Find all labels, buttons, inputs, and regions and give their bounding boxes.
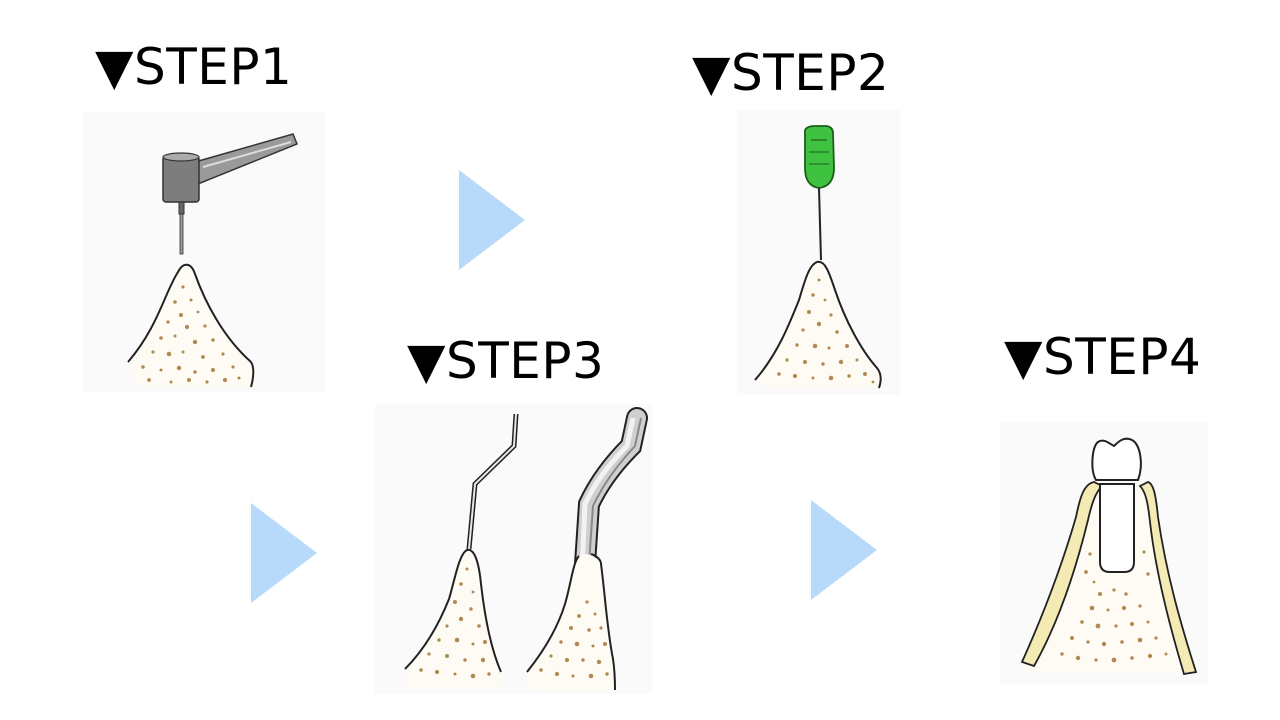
step1-illustration [83, 112, 325, 392]
drill-icon [83, 112, 325, 392]
arrow-right-icon [811, 500, 879, 600]
step3-title: ▼STEP3 [407, 336, 604, 386]
step1-title: ▼STEP1 [95, 42, 292, 92]
crown-icon [1000, 422, 1208, 684]
step4-illustration [1000, 422, 1208, 684]
step2-title: ▼STEP2 [692, 48, 889, 98]
file-icon [737, 110, 900, 395]
step4-title: ▼STEP4 [1004, 332, 1201, 382]
arrow-right-icon [251, 503, 319, 603]
step3-illustration [375, 404, 652, 694]
step2-illustration [737, 110, 900, 395]
arrow-right-icon [459, 170, 527, 270]
pliers-icon [375, 404, 652, 694]
